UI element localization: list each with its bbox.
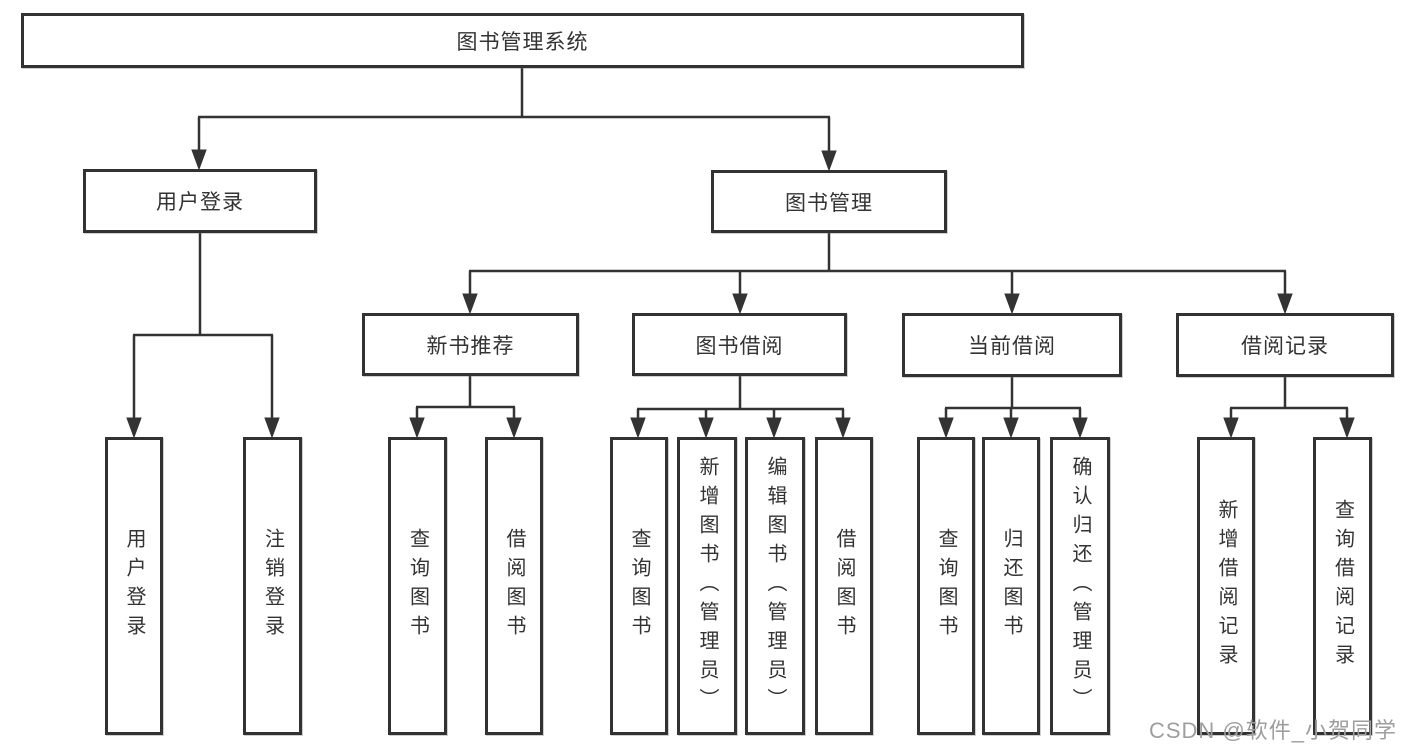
- leaf-query-books-recommend: 查询图书: [388, 437, 447, 735]
- node-book-management: 图书管理: [711, 170, 947, 233]
- leaf-user-login: 用户登录: [105, 437, 163, 735]
- connector-new-book-recommend-children: [409, 376, 522, 439]
- node-root-system: 图书管理系统: [21, 13, 1024, 68]
- leaf-logout: 注销登录: [243, 437, 302, 735]
- node-borrow-record: 借阅记录: [1176, 313, 1394, 377]
- connector-book-borrow-children: [630, 376, 851, 439]
- leaf-borrow-books: 借阅图书: [815, 437, 873, 735]
- node-current-borrow: 当前借阅: [902, 313, 1122, 377]
- leaf-edit-books-admin: 编辑图书（管理员）: [745, 437, 805, 735]
- connector-current-borrow-children: [938, 377, 1088, 439]
- leaf-add-books-admin: 新增图书（管理员）: [677, 437, 737, 735]
- node-new-book-recommend: 新书推荐: [362, 313, 579, 376]
- leaf-query-borrow-record: 查询借阅记录: [1313, 437, 1372, 735]
- leaf-return-books: 归还图书: [982, 437, 1040, 735]
- connector-book-management-children: [462, 233, 1293, 315]
- leaf-confirm-return-admin: 确认归还（管理员）: [1050, 437, 1110, 735]
- connector-borrow-record-children: [1223, 377, 1355, 439]
- leaf-query-books-borrow: 查询图书: [610, 437, 668, 735]
- leaf-borrow-books-recommend: 借阅图书: [485, 437, 543, 735]
- node-book-borrow: 图书借阅: [632, 313, 847, 376]
- connector-root-to-level2: [191, 68, 837, 172]
- leaf-add-borrow-record: 新增借阅记录: [1197, 437, 1255, 735]
- connector-user-login-children: [126, 233, 280, 439]
- node-user-login: 用户登录: [83, 169, 317, 233]
- leaf-query-books-current: 查询图书: [917, 437, 975, 735]
